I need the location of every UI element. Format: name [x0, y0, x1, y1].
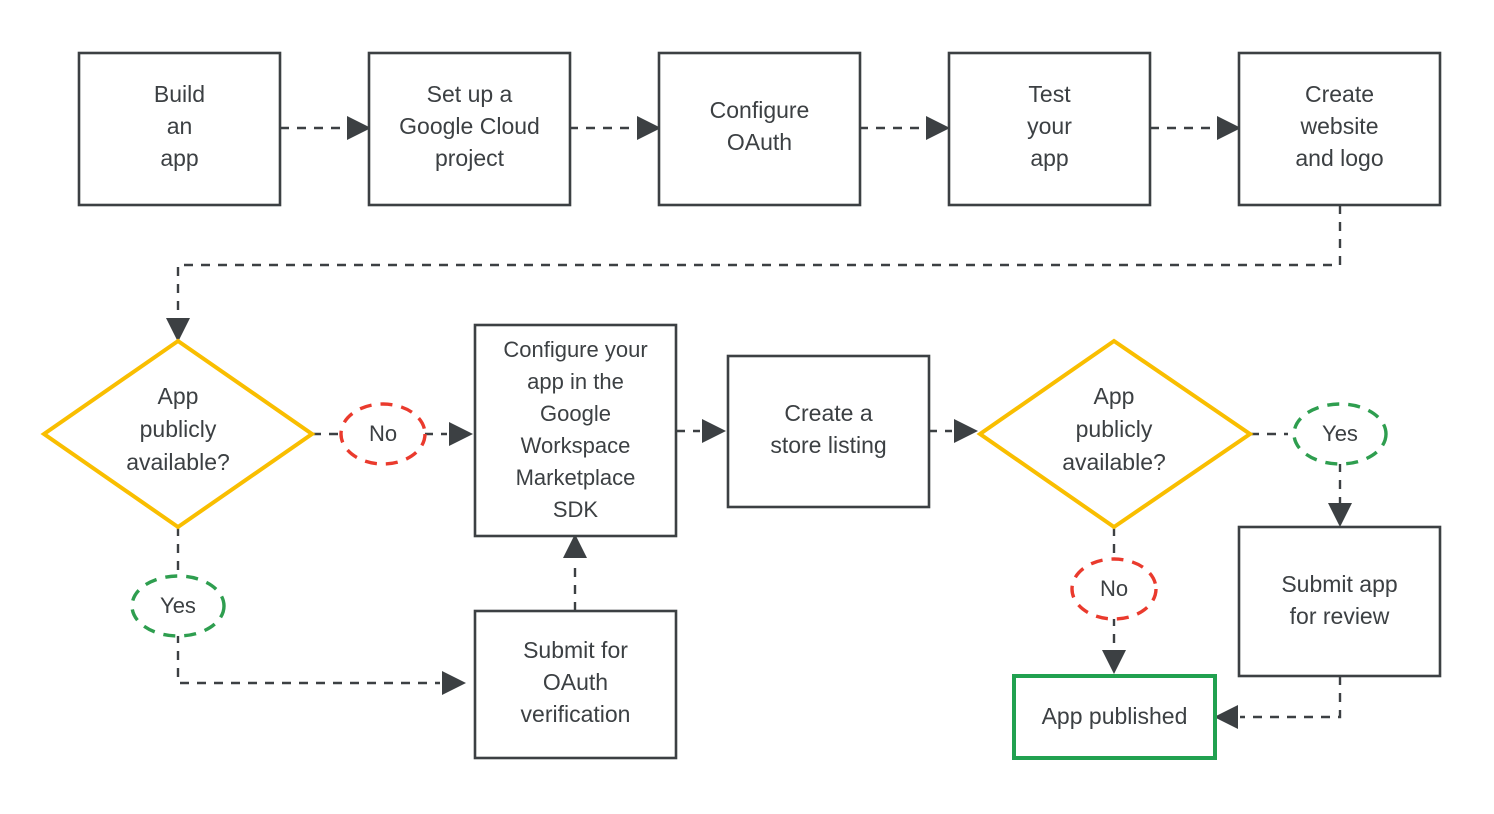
edge-label-left-no-ellipse — [339, 402, 427, 466]
node-gcp-project-line-2: Google Cloud — [399, 113, 540, 139]
node-submit-for-oauth-verification-shape[interactable] — [473, 609, 678, 760]
node-decision-right-shape[interactable] — [976, 338, 1254, 530]
node-test-your-app-line-2: your — [1027, 113, 1072, 139]
node-store-listing-line-2: store listing — [770, 432, 886, 458]
arrowhead-yes-to-submit-oauth — [442, 671, 466, 695]
node-test-your-app-shape[interactable] — [947, 51, 1152, 207]
arrowhead-test-to-website — [1217, 116, 1241, 140]
edge-label-left-yes-ellipse — [130, 574, 226, 638]
edge-decision-left-yes-out — [176, 634, 440, 685]
node-submit-app-for-review-shape[interactable] — [1237, 525, 1442, 678]
connector-layer — [166, 116, 1352, 729]
node-configure-sdk-line-1: Configure your — [503, 337, 647, 362]
node-decision-left-line-3: available? — [126, 449, 230, 475]
node-decision-left-shape[interactable] — [40, 338, 316, 530]
edge-label-left-yes-text: Yes — [160, 593, 196, 618]
node-create-website-line-2: website — [1300, 113, 1379, 139]
node-create-website-line-1: Create — [1305, 81, 1374, 107]
node-create-website-and-logo-shape[interactable] — [1237, 51, 1442, 207]
edge-label-right-yes-text: Yes — [1322, 421, 1358, 446]
node-create-a-store-listing[interactable]: Create a store listing — [726, 354, 931, 509]
node-build-an-app-shape[interactable] — [77, 51, 282, 207]
node-configure-app-in-marketplace-sdk[interactable]: Configure your app in the Google Workspa… — [473, 323, 678, 538]
node-configure-sdk-shape[interactable] — [473, 323, 678, 538]
node-build-an-app-line-2: an — [167, 113, 193, 139]
node-app-published-shape[interactable] — [1012, 674, 1217, 760]
node-build-an-app-line-3: app — [160, 145, 198, 171]
node-configure-oauth-line-2: OAuth — [727, 129, 792, 155]
arrowhead-submit-review-to-app-published — [1214, 705, 1238, 729]
node-submit-oauth-line-3: verification — [521, 701, 631, 727]
arrowhead-build-to-gcp — [347, 116, 371, 140]
node-build-an-app[interactable]: Build an app — [77, 51, 282, 207]
arrowhead-no-to-app-published — [1102, 650, 1126, 674]
node-set-up-google-cloud-project[interactable]: Set up a Google Cloud project — [367, 51, 572, 207]
node-set-up-google-cloud-project-shape[interactable] — [367, 51, 572, 207]
node-submit-app-for-review[interactable]: Submit app for review — [1237, 525, 1442, 678]
node-decision-left-line-2: publicly — [140, 416, 217, 442]
arrowhead-website-to-decision-left — [166, 318, 190, 342]
edge-label-right-no-text: No — [1100, 576, 1128, 601]
node-create-website-and-logo[interactable]: Create website and logo — [1237, 51, 1442, 207]
edge-label-right-yes-ellipse — [1292, 402, 1388, 466]
arrowhead-oauth-to-test — [926, 116, 950, 140]
arrowhead-configure-sdk-to-store-listing — [702, 419, 726, 443]
node-configure-oauth-shape[interactable] — [657, 51, 862, 207]
edge-label-left-no-text: No — [369, 421, 397, 446]
node-configure-sdk-line-5: Marketplace — [516, 465, 636, 490]
node-configure-oauth-line-1: Configure — [710, 97, 810, 123]
edge-label-right-no: No — [1070, 557, 1158, 621]
node-decision-app-publicly-available-left[interactable]: App publicly available? — [40, 338, 316, 530]
node-submit-for-oauth-verification[interactable]: Submit for OAuth verification — [473, 609, 678, 760]
node-decision-right-line-1: App — [1094, 383, 1135, 409]
node-gcp-project-line-1: Set up a — [427, 81, 513, 107]
edge-label-right-yes: Yes — [1292, 402, 1388, 466]
edge-label-left-no: No — [339, 402, 427, 466]
arrowhead-yes-to-submit-review — [1328, 503, 1352, 527]
node-decision-app-publicly-available-right[interactable]: App publicly available? — [976, 338, 1254, 530]
node-submit-review-line-1: Submit app — [1281, 571, 1397, 597]
edge-label-right-no-ellipse — [1070, 557, 1158, 621]
edge-label-left-yes: Yes — [130, 574, 226, 638]
node-decision-right-line-3: available? — [1062, 449, 1166, 475]
arrowhead-store-listing-to-decision-right — [954, 419, 978, 443]
node-submit-oauth-line-2: OAuth — [543, 669, 608, 695]
node-decision-left-line-1: App — [158, 383, 199, 409]
node-submit-review-line-2: for review — [1290, 603, 1390, 629]
node-app-published-label: App published — [1042, 703, 1188, 729]
node-configure-sdk-line-6: SDK — [553, 497, 599, 522]
node-configure-sdk-line-2: app in the — [527, 369, 624, 394]
arrowhead-no-to-configure-sdk — [449, 422, 473, 446]
edge-website-to-decision-left — [176, 205, 1342, 318]
node-configure-oauth[interactable]: Configure OAuth — [657, 51, 862, 207]
node-decision-right-line-2: publicly — [1076, 416, 1153, 442]
edge-submit-review-to-app-published — [1240, 676, 1342, 719]
node-create-a-store-listing-shape[interactable] — [726, 354, 931, 509]
node-test-your-app-line-1: Test — [1028, 81, 1071, 107]
node-store-listing-line-1: Create a — [784, 400, 872, 426]
node-gcp-project-line-3: project — [435, 145, 505, 171]
node-test-your-app-line-3: app — [1030, 145, 1068, 171]
node-configure-sdk-line-4: Workspace — [521, 433, 631, 458]
arrowhead-submit-oauth-to-configure-sdk — [563, 534, 587, 558]
node-create-website-line-3: and logo — [1295, 145, 1383, 171]
node-app-published[interactable]: App published — [1012, 674, 1217, 760]
node-configure-sdk-line-3: Google — [540, 401, 611, 426]
node-build-an-app-line-1: Build — [154, 81, 205, 107]
arrowhead-gcp-to-oauth — [637, 116, 661, 140]
node-test-your-app[interactable]: Test your app — [947, 51, 1152, 207]
node-submit-oauth-line-1: Submit for — [523, 637, 628, 663]
